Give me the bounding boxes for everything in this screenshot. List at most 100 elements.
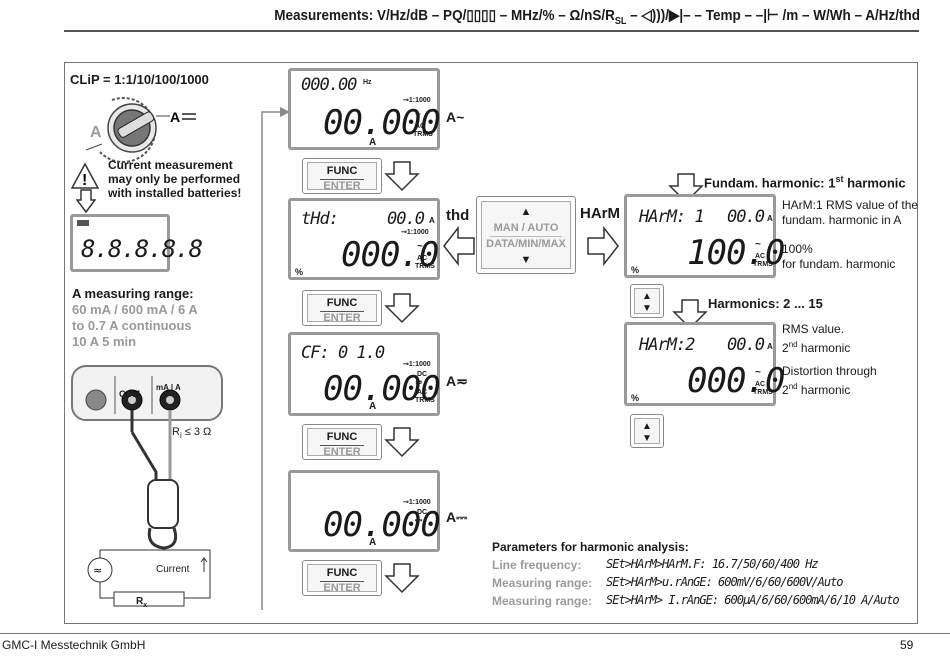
note-line: 100% [782, 242, 813, 256]
display-top: 000.00 [301, 75, 357, 95]
display-harm-2: HArM:2 00.0 A 000.0 ~ AC TRMS % [624, 322, 785, 406]
current-label: Current [156, 564, 190, 575]
harm-2-trms: TRMS [753, 389, 773, 396]
enter-label: ENTER [323, 180, 361, 192]
enter-label: ENTER [323, 446, 361, 458]
display-top: tHd: [301, 209, 339, 229]
display-harm-1: HArM: 1 00.0 A 100.0 ~ AC TRMS % [624, 194, 785, 278]
ac-wave-icon: ~ [417, 241, 423, 252]
side-label-a-dc: A⎓ [446, 509, 468, 525]
side-label-a-acdc: A≂ [446, 373, 468, 389]
up-down-inner: ▲▼ [634, 288, 660, 314]
down-arrow-icon [672, 299, 708, 330]
rx-label: Rx [136, 594, 147, 613]
params-value: SEt>HArM> I.rAnGE: 600µA/6/60/600mA/6/10… [606, 593, 900, 607]
params-label: Line frequency: [492, 558, 582, 572]
svg-text:A: A [170, 109, 180, 125]
footer-rule [0, 633, 950, 634]
clip-ratio: ⊸1:1000 [401, 229, 429, 236]
up-down-button[interactable]: ▲▼ [630, 284, 664, 318]
note-line: Distortion through [782, 364, 877, 378]
harm-1-top: HArM: 1 [639, 207, 705, 227]
display-main: 00.000 [323, 505, 441, 545]
harm-2-val: 00.0 [727, 335, 765, 355]
range-line: 60 mA / 600 mA / 6 A [72, 302, 198, 317]
note-sup: nd [788, 382, 798, 391]
func-line [320, 581, 364, 582]
mode-label-1: MAN / AUTO [493, 222, 559, 234]
display-top: CF: 0 1.0 [301, 343, 385, 363]
note-line: RMS value. [782, 322, 845, 336]
right-arrow-icon [587, 225, 619, 267]
note-2: 2 [782, 341, 789, 355]
warning-icon: ! [70, 162, 100, 189]
mode-up-icon: ▲ [520, 206, 532, 218]
page-header: Measurements: V/Hz/dB – PQ/▯▯▯▯ – MHz/% … [146, 6, 920, 27]
display-unit: A [369, 137, 377, 148]
display-a-ac: 000.00 Hz ⊸1:1000 00.000 ~ AC TRMS A [288, 68, 441, 150]
clip-ratio: ⊸1:1000 [403, 97, 431, 104]
display-trms: TRMS [415, 397, 435, 404]
up-down-button[interactable]: ▲▼ [630, 414, 664, 448]
side-label-thd: thd [446, 207, 470, 224]
page-number: 59 [900, 638, 914, 652]
harm-1-main: 100.0 [687, 233, 785, 273]
harm-2-main: 000.0 [687, 361, 785, 401]
header-title-tail: – ◁)))/▶|– – Temp – –|⊢ /m – W/Wh – A/Hz… [626, 7, 920, 24]
display-crest-factor: CF: 0 1.0 ⊸1:1000 00.000 DC ≂ AC TRMS A [288, 332, 441, 416]
params-label: Measuring range: [492, 576, 593, 590]
dc-ac-symbol-icon: ≂ [415, 377, 423, 387]
display-trms: TRMS [413, 131, 433, 138]
harm-label: HArM [580, 205, 620, 222]
func-inner: FUNC ENTER [307, 294, 377, 324]
down-arrow-icon [384, 427, 420, 458]
warning-line: may only be performed [108, 172, 241, 186]
warning-text: Current measurement may only be performe… [108, 158, 241, 200]
harm-2-top: HArM:2 [639, 335, 695, 355]
func-enter-button[interactable]: FUNC ENTER [302, 290, 382, 326]
man-auto-button[interactable]: ▲ MAN / AUTO DATA/MIN/MAX ▼ [476, 196, 576, 274]
range-line: 10 A 5 min [72, 334, 137, 349]
func-enter-button[interactable]: FUNC ENTER [302, 158, 382, 194]
mode-label-2: DATA/MIN/MAX [486, 238, 566, 250]
func-inner: FUNC ENTER [307, 162, 377, 192]
display-acdc: AC [415, 123, 426, 130]
jack-ma-label: mA | A [156, 383, 181, 392]
display-top-unit: A [429, 216, 435, 225]
dc-symbol-icon: ⎓ [415, 515, 423, 525]
rx-label-sub: x [143, 602, 148, 609]
svg-text:!: ! [82, 172, 87, 189]
header-sub: SL [614, 16, 627, 27]
range-lines: 60 mA / 600 mA / 6 A to 0.7 A continuous… [72, 302, 198, 350]
header-title: Measurements: V/Hz/dB – PQ/▯▯▯▯ – MHz/% … [274, 7, 615, 24]
rotary-switch-icon: A [85, 97, 196, 163]
warning-line: with installed batteries! [108, 186, 242, 200]
display-acdc: DC [417, 371, 428, 378]
side-label-a-ac: A~ [446, 109, 465, 125]
func-label: FUNC [326, 165, 358, 177]
mode-down-icon: ▼ [520, 254, 532, 266]
display-unit: A [369, 537, 377, 548]
battery-icon [77, 220, 89, 226]
params-value: SEt>HArM>HArM.F: 16.7/50/60/400 Hz [606, 557, 819, 571]
harm-2-ac: AC [755, 381, 766, 388]
ri-label-r: R [172, 426, 180, 438]
enter-label: ENTER [323, 312, 361, 324]
display-main: 00.000 [323, 103, 441, 143]
ac-wave-icon: ~ [755, 239, 761, 250]
display-main: 000.0 [341, 235, 439, 275]
note-100-percent: 100% for fundam. harmonic [782, 242, 895, 272]
harmonics-title: Harmonics: 2 ... 15 [708, 296, 823, 311]
ac-wave-icon: ~ [755, 367, 761, 378]
down-arrow-icon [384, 293, 420, 324]
fund-title-tail: harmonic [843, 175, 906, 191]
note-line: 2nd harmonic [782, 379, 877, 398]
func-label: FUNC [326, 297, 358, 309]
note-line: for fundam. harmonic [782, 257, 896, 271]
fund-title-sup: st [835, 174, 844, 184]
func-line [320, 179, 364, 180]
